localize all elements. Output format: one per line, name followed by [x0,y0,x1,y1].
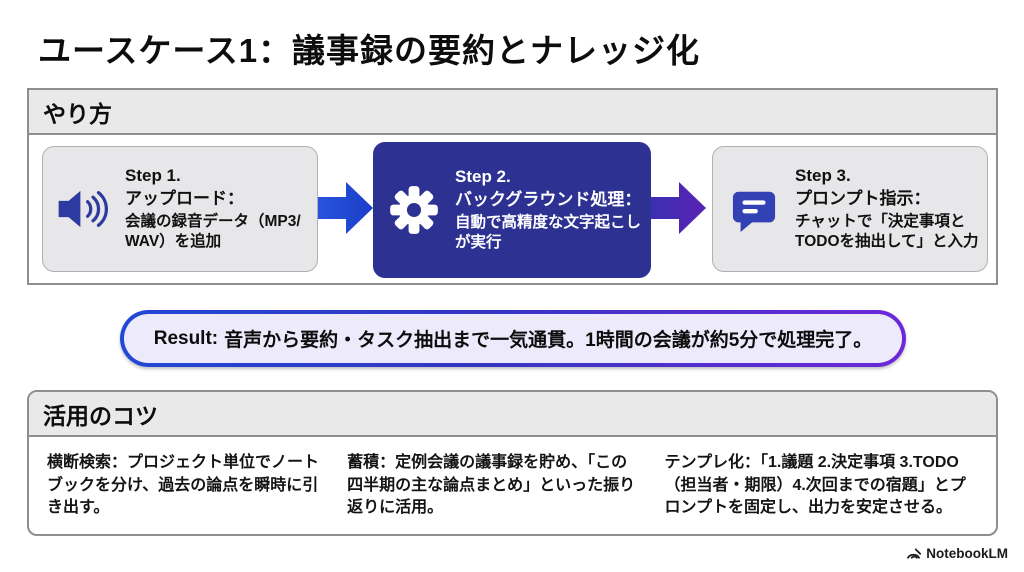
tip-item-template: テンプレ化：「1.議題 2.決定事項 3.TODO（担当者・期限）4.次回までの… [664,452,978,520]
step-heading: アップロード： [125,188,244,208]
step-card-upload: Step 1. アップロード： 会議の録音データ（MP3/ WAV）を追加 [42,146,318,272]
tip-item-accumulate: 蓄積：定例会議の議事録を貯め、「この四半期の主な論点まとめ」といった振り返りに活… [347,452,642,520]
arrow-right-icon [651,182,706,234]
page-title: ユースケース1：議事録の要約とナレッジ化 [38,32,701,69]
arrow-right-icon [318,182,373,234]
tip-item-cross-search: 横断検索：プロジェクト単位でノートブックを分け、過去の論点を瞬時に引き出す。 [47,452,325,520]
tips-section-header: 活用のコツ [29,392,996,437]
result-text: Result: 音声から要約・タスク抽出まで一気通貫。1時間の会議が約5分で処理… [124,314,902,363]
notebooklm-icon [906,548,922,559]
brand-label: NotebookLM [926,546,1008,561]
result-banner: Result: 音声から要約・タスク抽出まで一気通貫。1時間の会議が約5分で処理… [120,310,906,367]
result-body: 音声から要約・タスク抽出まで一気通貫。1時間の会議が約5分で処理完了。 [224,330,873,351]
notebooklm-logo: NotebookLM [906,546,1008,561]
tip-body: 「1.議題 2.決定事項 3.TODO（担当者・期限）4.次回までの宿題」とプロ… [664,454,966,517]
chat-icon [713,186,795,232]
gear-icon [373,184,455,236]
step-body: チャットで「決定事項とTODOを抽出して」と入力 [795,212,979,251]
step-heading: バックグラウンド処理： [455,189,642,209]
tip-body: 定例会議の議事録を貯め、「この四半期の主な論点まとめ」といった振り返りに活用。 [347,454,636,517]
step-card-processing: Step 2. バックグラウンド処理： 自動で高精度な文字起こしが実行 [373,142,651,278]
tips-section: 活用のコツ 横断検索：プロジェクト単位でノートブックを分け、過去の論点を瞬時に引… [27,390,998,536]
how-section-header: やり方 [29,90,996,135]
tip-term: テンプレ化： [664,454,760,471]
tip-term: 横断検索： [47,454,128,471]
step-heading: プロンプト指示： [795,188,931,208]
how-section: やり方 Step 1. アップロード： 会議の録音データ（MP3/ WAV）を追… [27,88,998,285]
step-body: 会議の録音データ（MP3/ WAV）を追加 [125,212,301,251]
step-label: Step 3. [795,165,851,185]
tip-term: 蓄積： [347,454,396,471]
speaker-icon [43,187,125,231]
step-label: Step 1. [125,165,181,185]
step-card-prompt: Step 3. プロンプト指示： チャットで「決定事項とTODOを抽出して」と入… [712,146,988,272]
tips-section-body: 横断検索：プロジェクト単位でノートブックを分け、過去の論点を瞬時に引き出す。 蓄… [29,437,996,520]
result-prefix: Result: [153,327,219,349]
tip-body: プロジェクト単位でノートブックを分け、過去の論点を瞬時に引き出す。 [47,454,320,517]
step-label: Step 2. [455,166,511,186]
step-body: 自動で高精度な文字起こしが実行 [455,213,642,252]
